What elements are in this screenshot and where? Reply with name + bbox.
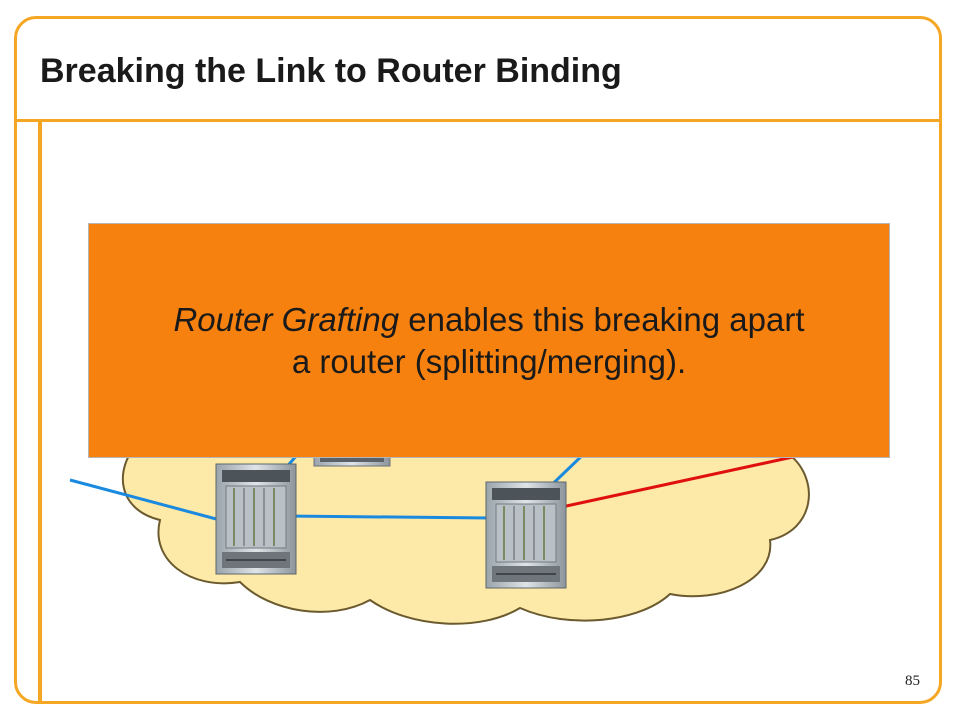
internal-link [284,514,491,520]
callout-text: Router Grafting enables this breaking ap… [155,299,822,383]
callout-line1-rest: enables this breaking apart [399,300,805,338]
router-chassis-icon [215,463,297,575]
external-link-red [547,453,803,512]
external-link-left [69,478,221,522]
slide-frame [14,16,942,704]
router-chassis-icon [485,481,567,589]
callout-line2: a router (splitting/merging). [291,342,687,380]
page-number: 85 [905,673,920,689]
slide-title: Breaking the Link to Router Binding [40,52,622,90]
title-divider [14,119,942,122]
callout-box: Router Grafting enables this breaking ap… [88,223,890,458]
callout-emphasis: Router Grafting [173,300,400,338]
left-accent-bar [38,121,42,703]
